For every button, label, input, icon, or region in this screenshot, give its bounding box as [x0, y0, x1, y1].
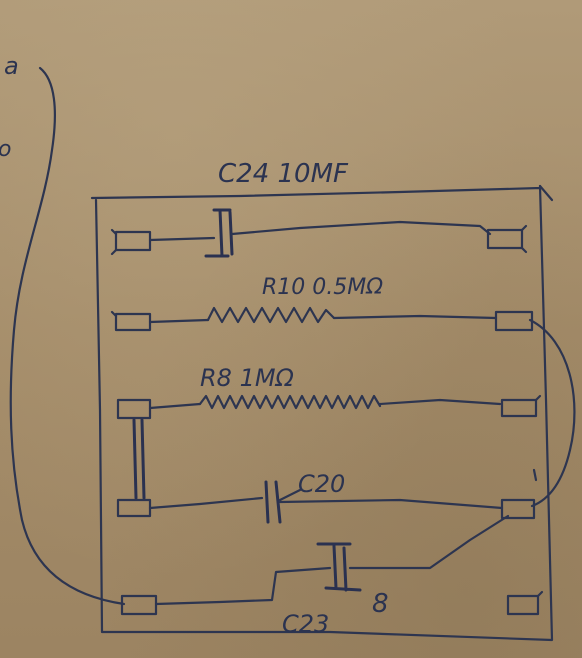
label-8: 8	[372, 589, 389, 619]
board-outline	[90, 184, 554, 642]
label-c24: C24 10MF	[218, 159, 349, 189]
r10-resistor	[206, 306, 336, 324]
c23-row	[120, 514, 544, 616]
terminal-left-4	[116, 498, 152, 518]
label-r8: R8 1MΩ	[200, 364, 295, 392]
right-side-wire	[528, 318, 576, 508]
label-r10: R10 0.5MΩ	[262, 275, 383, 300]
c23-capacitor	[316, 542, 362, 592]
terminal-right-2	[494, 310, 534, 332]
terminal-right-3	[500, 398, 538, 418]
terminal-left-1	[114, 230, 152, 252]
edge-letter-a: a	[4, 52, 19, 80]
terminal-right-1	[486, 228, 524, 250]
terminal-right-4	[500, 498, 536, 520]
edge-letter-o: o	[0, 137, 11, 162]
r8-row	[116, 394, 542, 500]
terminal-left-5	[120, 594, 158, 616]
label-c23: C23	[282, 610, 329, 638]
r8-resistor	[198, 394, 382, 410]
c24-capacitor	[204, 208, 234, 258]
left-lead-wire	[9, 66, 126, 606]
c24-row	[110, 208, 528, 258]
terminal-left-2	[114, 312, 152, 332]
terminal-right-5	[506, 594, 540, 616]
c20-capacitor	[264, 480, 282, 524]
r10-row	[110, 306, 534, 332]
c20-row	[116, 468, 538, 524]
label-c20: C20	[298, 470, 345, 498]
terminal-left-3	[116, 398, 152, 420]
vertical-link	[132, 418, 146, 500]
board-corner-mark	[538, 184, 554, 202]
